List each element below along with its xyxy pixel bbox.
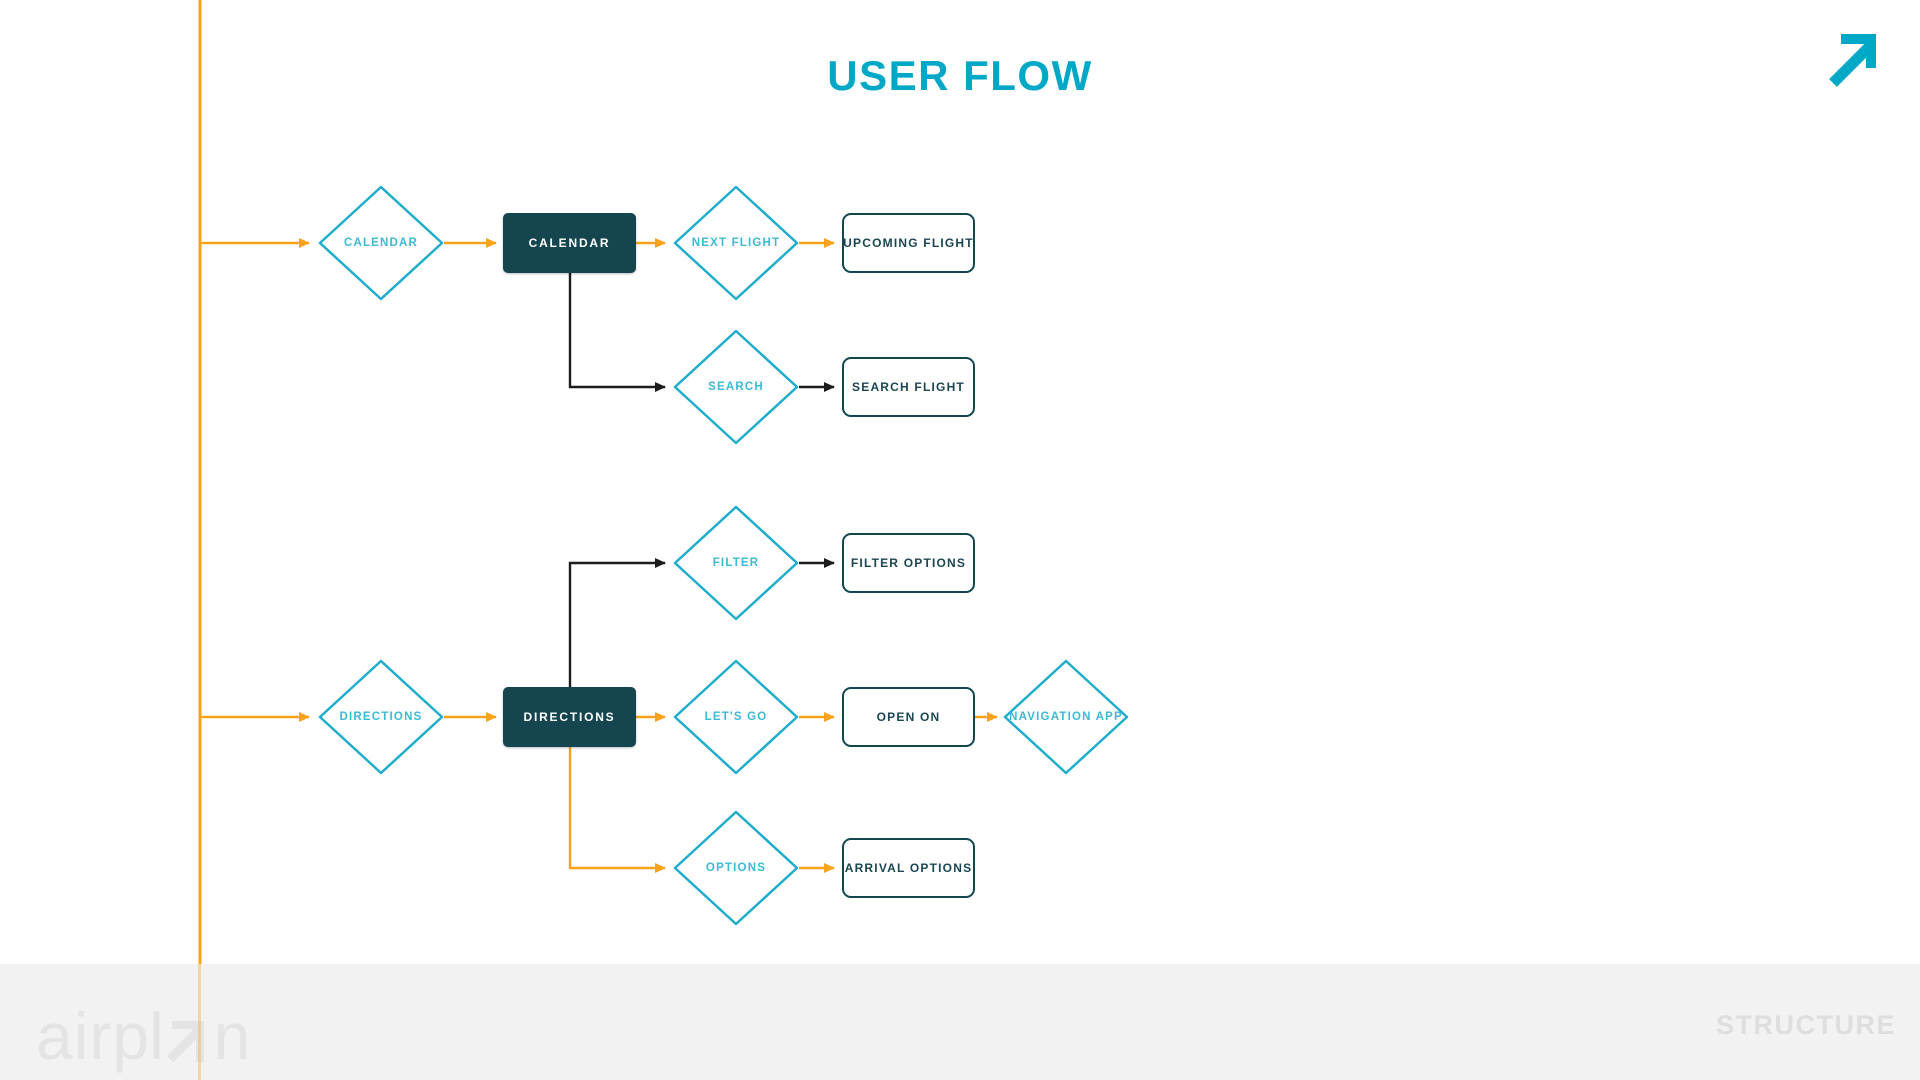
flow-node-options: OPTIONS: [673, 810, 799, 926]
flow-node-next-flight: NEXT FLIGHT: [673, 185, 799, 301]
node-label: UPCOMING FLIGHT: [843, 236, 974, 250]
node-label: ARRIVAL OPTIONS: [844, 861, 973, 875]
flow-node-upcoming-flight: UPCOMING FLIGHT: [842, 213, 975, 273]
trunk-line-footer-segment: [198, 964, 201, 1080]
node-label: OPEN ON: [876, 710, 941, 724]
diamond-shape: [673, 505, 799, 621]
flow-node-search-flight: SEARCH FLIGHT: [842, 357, 975, 417]
page-title: USER FLOW: [827, 52, 1093, 99]
node-label: NAVIGATION APP: [1009, 711, 1123, 723]
flow-node-directions-process: DIRECTIONS: [503, 687, 636, 747]
flow-node-search: SEARCH: [673, 329, 799, 445]
logo-text-pl: pl: [112, 999, 164, 1074]
node-label: CALENDAR: [343, 237, 419, 249]
node-label: OPTIONS: [705, 862, 767, 874]
black-edges: [568, 273, 835, 687]
flow-node-calendar-decision: CALENDAR: [318, 185, 444, 301]
flow-node-arrival-options: ARRIVAL OPTIONS: [842, 838, 975, 898]
node-label: SEARCH: [708, 381, 764, 393]
diamond-shape: [1003, 659, 1129, 775]
flow-node-navigation-app: NAVIGATION APP: [1003, 659, 1129, 775]
diamond-shape: [673, 659, 799, 775]
node-label: LET'S GO: [704, 711, 768, 723]
arrow-up-right-icon: [1829, 34, 1876, 87]
diamond-shape: [673, 329, 799, 445]
node-label: NEXT FLIGHT: [691, 237, 781, 249]
diamond-shape: [673, 810, 799, 926]
flow-node-open-on: OPEN ON: [842, 687, 975, 747]
orange-edges: [200, 238, 998, 873]
node-label: CALENDAR: [528, 236, 611, 250]
logo-arrow-up-right-icon: [166, 1021, 204, 1062]
node-label: FILTER: [712, 557, 760, 569]
footer-section-label: STRUCTURE: [1716, 1010, 1896, 1040]
flow-node-calendar-process: CALENDAR: [503, 213, 636, 273]
flow-node-directions-decision: DIRECTIONS: [318, 659, 444, 775]
flow-node-filter-options: FILTER OPTIONS: [842, 533, 975, 593]
logo-text-air: air: [36, 999, 113, 1074]
node-label: DIRECTIONS: [523, 710, 616, 724]
node-label: SEARCH FLIGHT: [852, 380, 965, 394]
diamond-shape: [318, 185, 444, 301]
diamond-shape: [318, 659, 444, 775]
node-label: DIRECTIONS: [339, 711, 423, 723]
node-label: FILTER OPTIONS: [850, 556, 967, 570]
flow-node-lets-go: LET'S GO: [673, 659, 799, 775]
flow-node-filter: FILTER: [673, 505, 799, 621]
logo-text-n: n: [213, 999, 251, 1074]
diamond-shape: [673, 185, 799, 301]
